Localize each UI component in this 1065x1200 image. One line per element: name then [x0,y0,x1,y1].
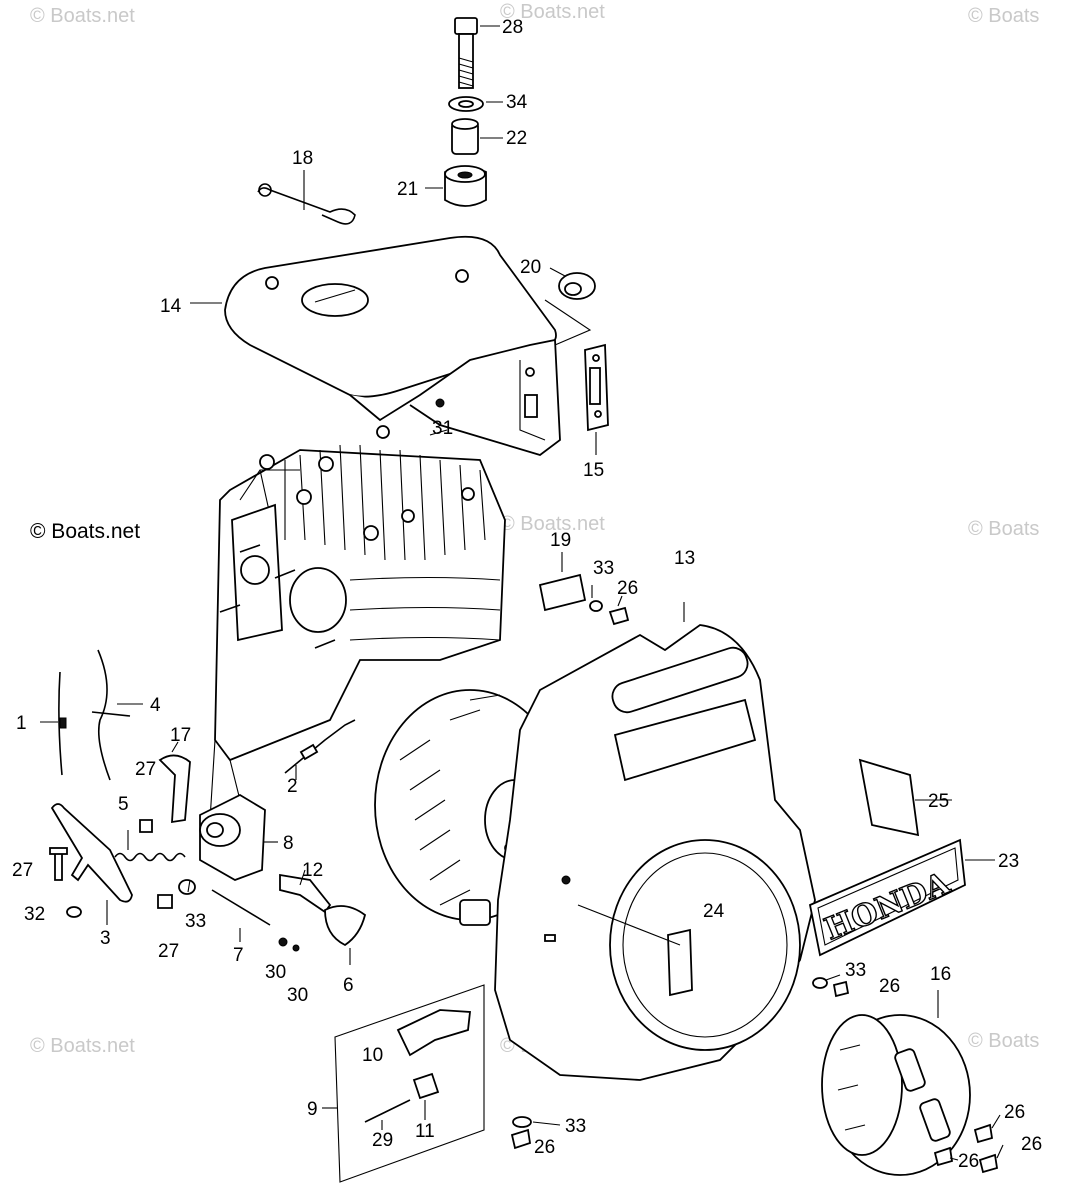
label-17: 17 [170,725,191,746]
label-26f: 26 [958,1151,979,1172]
decal-25 [858,758,952,837]
label-1: 1 [16,713,27,734]
label-18: 18 [292,148,313,169]
label-34: 34 [506,92,528,113]
clip-18 [257,170,356,225]
label-26e: 26 [1021,1134,1042,1155]
label-24: 24 [703,901,725,922]
watermark: © Boats.net [500,1,605,23]
bolt-28 [454,17,500,89]
label-2: 2 [287,776,298,797]
label-33d: 33 [565,1116,586,1137]
label-13: 13 [674,548,695,569]
shroud-14 [190,235,561,456]
label-14: 14 [160,296,182,317]
engine-block [209,425,506,831]
label-33b: 33 [185,911,206,932]
watermark: © Boats.net [30,1035,135,1057]
label-7: 7 [233,945,244,966]
label-26d: 26 [1004,1102,1025,1123]
label-23: 23 [998,851,1019,872]
part-31 [429,398,448,436]
label-5: 5 [118,794,129,815]
washer-bolt-group [589,600,630,626]
label-33: 33 [593,558,614,579]
label-26b: 26 [879,976,900,997]
label-30b: 30 [287,985,308,1006]
collar-22 [451,118,503,155]
label-10: 10 [362,1045,383,1066]
label-3: 3 [100,928,111,949]
watermark: © Boats.net [500,513,605,535]
label-33c: 33 [845,960,866,981]
starter-cup-16 [821,990,971,1176]
callout-labels: 28 34 22 21 18 20 14 31 15 19 33 26 13 1… [12,17,1042,1172]
label-16: 16 [930,964,951,985]
label-27b: 27 [12,860,33,881]
watermark-dark: © Boats.net [30,520,140,543]
kit-9 [322,984,485,1183]
label-22: 22 [506,128,527,149]
label-29: 29 [372,1130,393,1151]
gasket-15 [584,343,609,455]
label-27c: 27 [158,941,179,962]
mount-21 [425,165,487,207]
label-26: 26 [617,578,638,599]
label-28: 28 [502,17,523,38]
label-26c: 26 [534,1137,555,1158]
leaders [187,585,1004,1161]
governor-parts [40,649,367,965]
label-27: 27 [135,759,156,780]
bolts-26 [510,977,999,1174]
label-25: 25 [928,791,949,812]
label-8: 8 [283,833,294,854]
label-21: 21 [397,179,418,200]
washer-34 [448,96,503,112]
label-4: 4 [150,695,161,716]
emblem-23: HONDA [808,838,995,957]
watermark: © Boats [968,518,1039,540]
fan-cover-13 [494,602,816,1081]
label-9: 9 [307,1099,318,1120]
label-20: 20 [520,257,541,278]
label-6: 6 [343,975,354,996]
grommet-20 [544,267,596,346]
label-11: 11 [415,1121,435,1142]
label-32: 32 [24,904,45,925]
label-31: 31 [432,418,453,439]
watermark: © Boats.net [30,5,135,27]
label-15: 15 [583,460,604,481]
label-19: 19 [550,530,571,551]
label-12: 12 [302,860,323,881]
watermark: © Boats [968,5,1039,27]
label-30: 30 [265,962,286,983]
plate-19 [538,552,587,612]
watermark: © Boats [968,1030,1039,1052]
